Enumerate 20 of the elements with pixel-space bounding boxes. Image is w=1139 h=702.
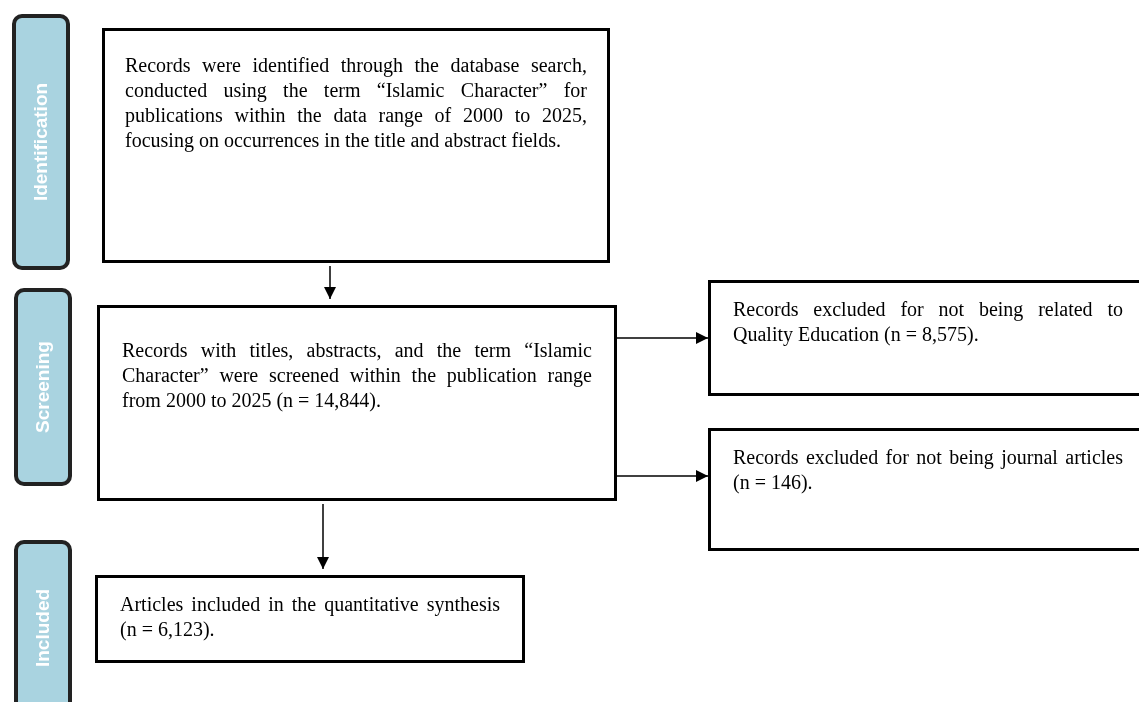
arrow [616, 470, 709, 482]
stage-band [14, 540, 72, 702]
arrow [616, 332, 709, 344]
stage-label: Identification [30, 82, 52, 202]
stage-band [12, 14, 70, 270]
box-text: Records excluded for not being related to Quality Education (n = 8,575). [733, 297, 1123, 347]
box-text: Records were identified through the database search, conducted using the term “Islamic Character” for publications within the data range of 2000 to 2025, focusing on occurrences in the title and abstract fields. [125, 53, 587, 153]
box-text: Records excluded for not being journal articles (n = 146). [733, 445, 1123, 495]
stage-label: Included [32, 588, 54, 667]
arrow [324, 265, 336, 300]
process-box [708, 428, 1139, 551]
process-box [97, 305, 617, 501]
stage-label: Screening [32, 341, 54, 433]
process-box [708, 280, 1139, 396]
process-box [102, 28, 610, 263]
box-text: Records with titles, abstracts, and the term “Islamic Character” were screened within the publication range from 2000 to 2025 (n = 14,844). [122, 338, 592, 413]
stage-band [14, 288, 72, 486]
process-box [95, 575, 525, 663]
box-text: Articles included in the quantitative synthesis (n = 6,123). [120, 592, 500, 642]
arrow [317, 503, 329, 570]
